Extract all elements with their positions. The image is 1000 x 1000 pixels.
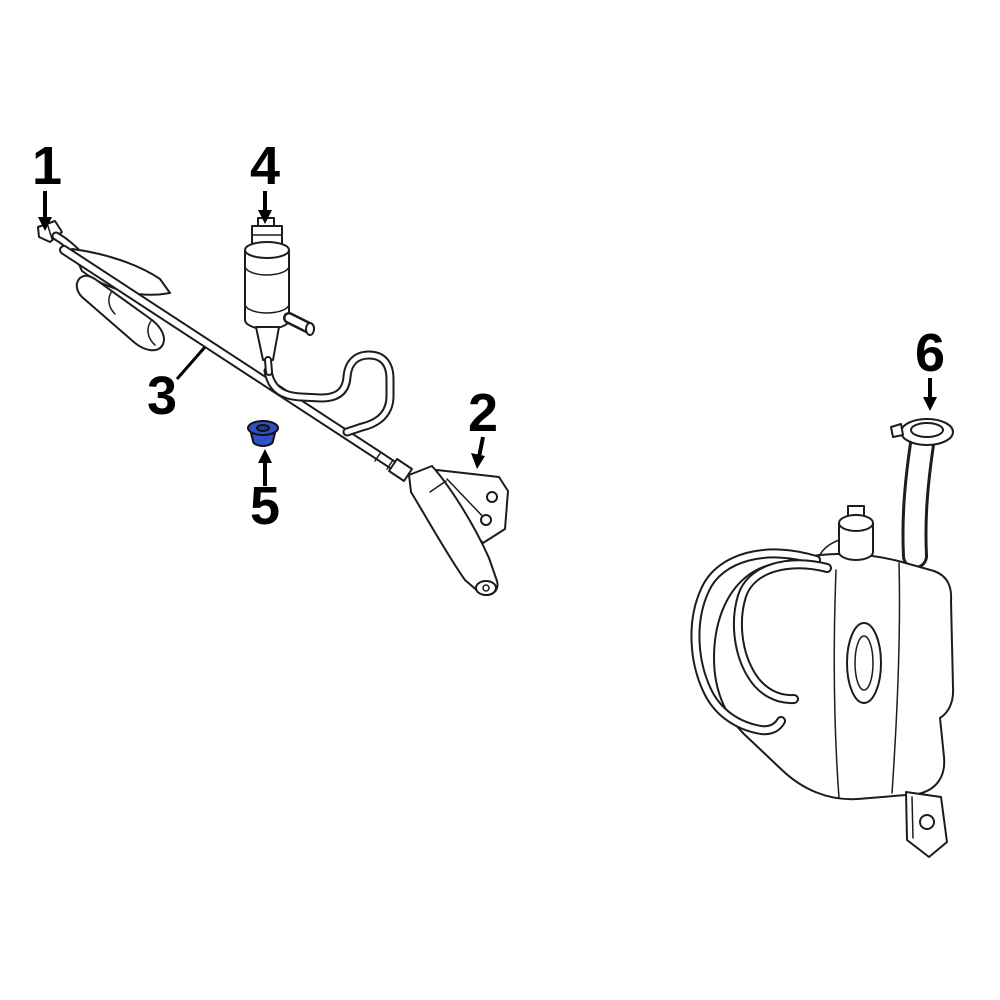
callout-label-6: 6	[914, 323, 946, 383]
reservoir-cap	[890, 418, 954, 446]
callout-arrow-2	[471, 436, 485, 469]
callout-arrows	[38, 191, 937, 486]
callout-arrow-1	[38, 191, 52, 231]
callout-label-5: 5	[249, 476, 281, 536]
nozzle-bracket-assembly-drawing	[388, 458, 509, 597]
washer-nozzle-left-drawing	[37, 220, 171, 352]
callout-label-2: 2	[467, 383, 499, 443]
reservoir-hoses	[690, 548, 832, 736]
grommet-highlighted-drawing	[247, 420, 279, 447]
hose-u-bend-drawing	[263, 350, 395, 437]
washer-pump-drawing	[244, 217, 315, 376]
callout-leader-3	[175, 346, 207, 380]
callout-label-4: 4	[249, 136, 281, 196]
grommet-hole	[256, 424, 270, 432]
callout-label-3: 3	[146, 366, 178, 426]
callout-arrow-5	[258, 449, 272, 486]
reservoir-mount-tab	[905, 791, 948, 858]
washer-reservoir-drawing	[690, 418, 955, 858]
callout-label-1: 1	[31, 136, 63, 196]
callout-arrow-6	[923, 378, 937, 411]
reservoir-pump-fitting	[817, 505, 874, 561]
callout-arrow-4	[258, 191, 272, 224]
